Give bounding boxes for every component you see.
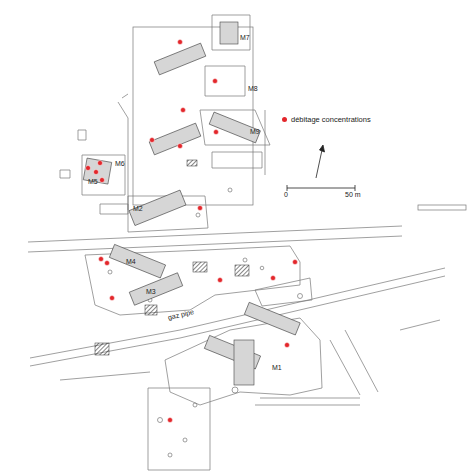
house-footprint bbox=[154, 43, 206, 75]
north-arrow bbox=[320, 145, 325, 152]
house-footprint bbox=[129, 273, 182, 305]
house-label: M1 bbox=[272, 364, 282, 371]
house-footprint bbox=[244, 302, 300, 335]
legend-swatch bbox=[282, 117, 287, 122]
house-footprint bbox=[83, 158, 111, 184]
house-footprint bbox=[234, 340, 254, 385]
scale-bar bbox=[287, 185, 355, 191]
house-label: M2 bbox=[133, 205, 143, 212]
house-label: M4 bbox=[126, 258, 136, 265]
north-arrow bbox=[316, 150, 322, 178]
house-footprint bbox=[109, 244, 165, 278]
trench-outline bbox=[133, 27, 253, 205]
road bbox=[28, 226, 402, 252]
trench-outline bbox=[118, 94, 128, 210]
house-label: M6 bbox=[115, 160, 125, 167]
house-footprint bbox=[129, 190, 186, 225]
trench-outline bbox=[255, 330, 378, 405]
hatched-feature bbox=[235, 265, 249, 276]
scale-label: 0 bbox=[284, 191, 288, 198]
plot-outline bbox=[100, 204, 128, 214]
hatched-feature bbox=[95, 343, 109, 355]
hatched-feature bbox=[193, 262, 207, 272]
house-footprint bbox=[149, 123, 201, 155]
plot-outline bbox=[60, 130, 86, 178]
hatched-feature bbox=[187, 160, 197, 166]
plot-outline bbox=[148, 388, 210, 470]
plot-outline bbox=[212, 152, 262, 168]
plot-outline bbox=[255, 278, 312, 306]
legend-text: débitage concentrations bbox=[291, 115, 371, 124]
trench-outline bbox=[265, 110, 266, 175]
house-footprint bbox=[209, 112, 260, 143]
hatched-feature bbox=[145, 305, 157, 315]
house-footprint bbox=[220, 22, 238, 44]
trench-outline bbox=[418, 205, 466, 210]
legend-entry: débitage concentrations bbox=[282, 115, 371, 124]
house-label: M8 bbox=[248, 85, 258, 92]
plot-outline bbox=[165, 318, 322, 405]
plot-outline bbox=[200, 110, 270, 145]
house-label: M5 bbox=[88, 178, 98, 185]
house-label: M3 bbox=[146, 288, 156, 295]
scale-label: 50 m bbox=[345, 191, 361, 198]
plot-outline bbox=[212, 15, 250, 50]
plot-outline bbox=[205, 66, 245, 96]
pipe-label: gaz pipe bbox=[167, 308, 194, 321]
plot-outline bbox=[82, 155, 125, 195]
house-label: M7 bbox=[240, 34, 250, 41]
house-label: M9 bbox=[250, 128, 260, 135]
